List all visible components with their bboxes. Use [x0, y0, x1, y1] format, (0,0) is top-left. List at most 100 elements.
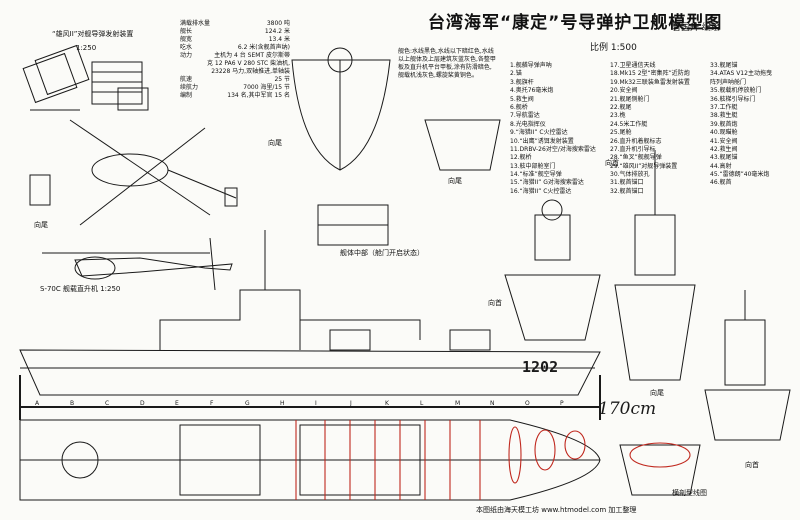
legend-item: 39.舰首炮 — [710, 120, 738, 128]
station-letter: B — [70, 400, 74, 407]
station-letter: H — [280, 400, 285, 407]
helicopter-top-view — [69, 119, 238, 226]
launcher-drawing — [22, 44, 149, 111]
legend-item: 3.舰旗杆 — [510, 78, 534, 86]
station-letter: F — [210, 400, 214, 407]
station-letter: P — [560, 400, 564, 407]
legend-item: 37.工作艇 — [710, 103, 738, 111]
legend-col: 17.卫星通信天线 18.Mk15 2型“密集阵”近防炮 19.Mk32三联装鱼… — [610, 62, 710, 196]
station-letter: C — [105, 400, 109, 407]
legend-item: 25.尾舱 — [610, 129, 632, 137]
legend-item: 46.舰首 — [710, 179, 732, 187]
legend-item: 32.舰首锚口 — [610, 187, 644, 195]
legend-item: 20.安全阀 — [610, 87, 638, 95]
spec-row: 23228 马力,双轴推进,单轴装 — [211, 68, 290, 75]
red-frame-marks — [295, 420, 691, 500]
view-label: 向尾 — [650, 389, 664, 397]
station-letter: M — [455, 400, 460, 407]
ship-plan-view — [19, 419, 601, 501]
view-label: 向尾 — [448, 177, 462, 185]
footer-credit: 本图纸由海天模工坊 www.htmodel.com 加工整理 — [476, 506, 637, 514]
legend-item: 18.Mk15 2型“密集阵”近防炮 — [610, 70, 690, 78]
legend-item: 34.ATAS V12主动拖曳 — [710, 70, 772, 78]
legend-item: 1.舰艏导弹声呐 — [510, 62, 552, 69]
legend-item: 43.舰尾锚 — [710, 154, 738, 162]
legend-item: 31.舰首锚口 — [610, 179, 644, 187]
legend-item: 7.导航雷达 — [510, 112, 540, 120]
legend-item: 14.“标准”舰空导弹 — [510, 171, 562, 179]
legend-item: 33.舰尾锚 — [710, 62, 738, 69]
station-letter: D — [140, 400, 145, 407]
legend-item: 4.奥托76毫米炮 — [510, 87, 554, 95]
legend-item: 26.直升机着舰标志 — [610, 137, 662, 145]
legend-item: 阵列声呐舱门 — [710, 78, 747, 86]
view-label: 向首 — [488, 299, 502, 307]
legend-item: 22.舰尾 — [610, 103, 632, 111]
station-letter: L — [420, 400, 424, 407]
hull-number: 1202 — [522, 358, 558, 376]
legend-item: 24.5米工作艇 — [610, 120, 648, 128]
legend-item: 30.气体排放孔 — [610, 171, 650, 179]
author-credit: 曾国升 编绘 — [672, 23, 720, 33]
aft-view-2 — [704, 290, 791, 441]
legend-col: 1.舰艏导弹声呐 2.锚 3.舰旗杆 4.奥托76毫米炮 5.救生阀 6.舰桥 … — [510, 62, 610, 196]
legend-item: 44.高射 — [710, 162, 732, 170]
legend-item: 13.舷中部舱室门 — [510, 162, 556, 170]
legend-item: 36.舷梯引导标门 — [710, 95, 756, 103]
station-letter: O — [525, 400, 530, 407]
legend-item: 21.舰尾侧舱门 — [610, 95, 650, 103]
legend-item: 29.“雄风II”对舰导弹装置 — [610, 162, 678, 170]
helicopter-side-view — [42, 237, 233, 291]
legend-item: 16.“海猎II” C火控雷达 — [510, 187, 572, 195]
legend-item: 12.舰桥 — [510, 154, 532, 162]
helicopter-view-label: 向尾 — [34, 221, 48, 229]
station-letter: G — [245, 400, 250, 407]
station-letters: A B C D E F G H I J K L M N O P — [35, 400, 564, 407]
legend-item: 11.DRBV-26对空/对海搜索雷达 — [510, 145, 596, 153]
station-letter: K — [385, 400, 390, 407]
station-letter: J — [349, 400, 352, 407]
bow-section-view — [424, 119, 501, 171]
handwritten-length: 170cm — [598, 399, 656, 419]
midship-label: 舰体中部（舱门开启状态） — [340, 249, 424, 257]
legend-item: 38.救生艇 — [710, 112, 738, 120]
front-view — [504, 199, 601, 341]
legend-item: 40.观瞄舱 — [710, 129, 738, 137]
legend-item: 9.“海猎II” C火控雷达 — [510, 129, 568, 137]
bow-plan-view — [291, 47, 391, 171]
legend-item: 10.“出鹰”诱饵发射装置 — [510, 137, 574, 145]
legend-item: 41.安全阀 — [710, 137, 738, 145]
legend-item: 23.桅 — [610, 112, 626, 120]
color-notes: 舰色:水线黑色,水线以下暗红色,水线以上舰体及上层建筑灰蓝灰色,各整甲板及直升机… — [398, 48, 496, 79]
cross-section-label: 横剖型线图 — [672, 489, 707, 497]
helicopter-caption: S-70C 舰载直升机 1:250 — [40, 285, 121, 293]
view-label: 向尾 — [268, 139, 282, 147]
legend-item: 8.光电指挥仪 — [510, 120, 546, 128]
launcher-title: “雄风II”对舰导弹发射装置 — [52, 30, 134, 38]
station-letter: I — [315, 400, 317, 407]
legend-item: 19.Mk32三联装鱼雷发射装置 — [610, 78, 690, 86]
station-letter: A — [35, 400, 40, 407]
drawing-scale: 比例 1:500 — [590, 43, 637, 53]
page-title: 台湾海军“康定”号导弹护卫舰模型图 — [428, 13, 723, 33]
ship-profile — [19, 230, 601, 396]
station-letter: N — [490, 400, 495, 407]
legend-item: 15.“海猎II” G对海搜索雷达 — [510, 179, 584, 187]
legend-col: 33.舰尾锚 34.ATAS V12主动拖曳 阵列声呐舱门 35.舰载机停放舱门… — [710, 62, 800, 188]
legend-item: 2.锚 — [510, 70, 522, 78]
view-label: 向首 — [745, 461, 759, 469]
spec-row: 动力主机为 4 台 SEMT 皮尔斯蒂 — [180, 52, 290, 59]
aft-view — [614, 150, 696, 381]
spec-row: 克 12 PA6 V 280 STC 柴油机, — [206, 60, 290, 67]
launcher-scale: 1:250 — [76, 44, 97, 52]
legend-item: 17.卫星通信天线 — [610, 62, 656, 69]
